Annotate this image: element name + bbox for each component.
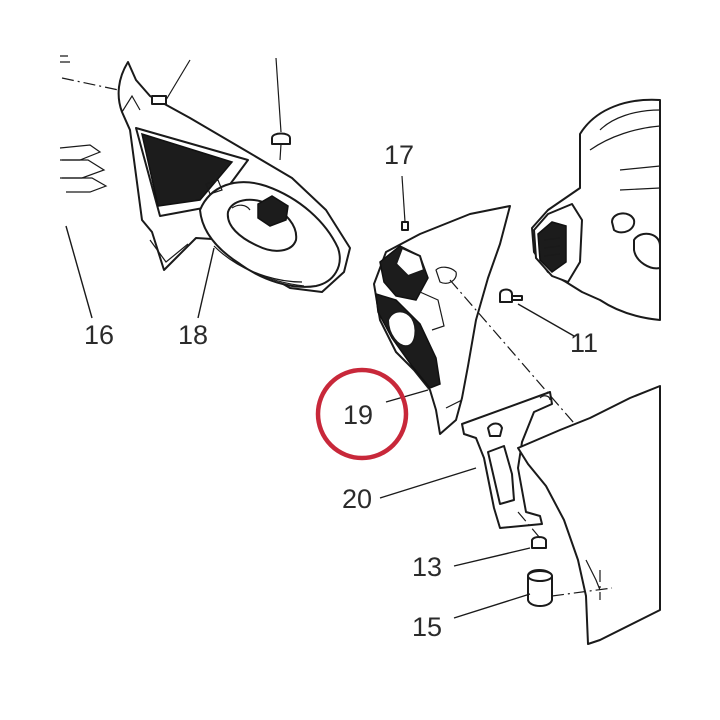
part-11-screw (449, 279, 581, 431)
callout-20: 20 (342, 484, 373, 514)
callout-11: 11 (570, 328, 599, 358)
part-19-duct (373, 175, 511, 435)
leader-18 (197, 247, 215, 319)
engine-housing (531, 98, 661, 321)
callout-19: 19 (343, 400, 374, 430)
leader-16 (65, 225, 93, 319)
part-15-foot (453, 569, 613, 619)
callout-15: 15 (412, 612, 443, 642)
part-20-bracket (379, 391, 553, 529)
lower-frame (517, 385, 661, 645)
callout-13: 13 (412, 552, 443, 582)
highlight-circle (315, 367, 409, 461)
leader-19 (385, 389, 429, 403)
callout-16: 16 (84, 320, 115, 350)
part-16-clip (59, 55, 129, 193)
callout-18: 18 (178, 320, 209, 350)
part-13-screw (453, 511, 547, 567)
callout-17: 17 (384, 140, 415, 170)
part-18-guard (117, 57, 351, 293)
leader-lines (65, 225, 429, 403)
